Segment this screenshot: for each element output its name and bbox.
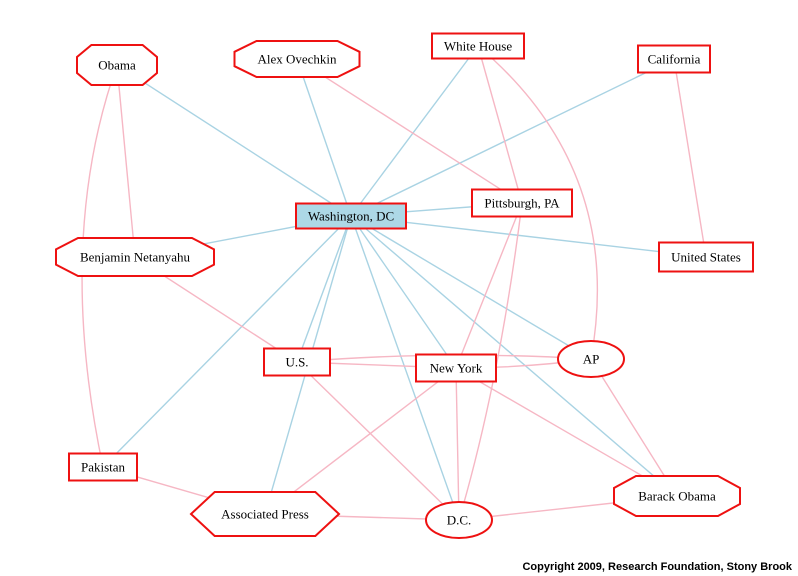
node-california[interactable]: California (637, 44, 711, 74)
edge-pakistan-washington (102, 215, 352, 468)
node-label-whitehouse: White House (444, 39, 512, 54)
node-label-associatedpress: Associated Press (221, 507, 309, 522)
node-shape-newyork (415, 353, 497, 383)
node-label-newyork: New York (430, 361, 483, 376)
edge-ovechkin-washington (296, 58, 352, 217)
edge-whitehouse-ap (477, 45, 599, 360)
edge-california-washington (350, 58, 675, 217)
edge-ap-washington (350, 215, 592, 360)
edge-california-unitedstates (673, 58, 707, 258)
node-shape-pakistan (68, 452, 138, 482)
node-ovechkin[interactable]: Alex Ovechkin (233, 40, 361, 78)
node-shape-unitedstates (658, 241, 754, 273)
edge-newyork-barackobama (455, 367, 678, 497)
edge-newyork-dc (455, 367, 460, 521)
node-label-dc: D.C. (447, 513, 472, 528)
node-whitehouse[interactable]: White House (431, 32, 525, 60)
node-label-unitedstates: United States (671, 250, 741, 265)
edge-unitedstates-washington (350, 215, 707, 258)
node-shape-obama (76, 44, 158, 86)
node-shape-pittsburgh (471, 188, 573, 218)
node-washington[interactable]: Washington, DC (295, 202, 407, 230)
edge-us-washington (296, 215, 352, 363)
node-label-ap: AP (583, 352, 600, 367)
node-barackobama[interactable]: Barack Obama (613, 475, 741, 517)
node-dc[interactable]: D.C. (425, 501, 493, 539)
node-shape-ovechkin (233, 40, 361, 78)
edge-whitehouse-washington (350, 45, 479, 217)
node-label-pittsburgh: Pittsburgh, PA (484, 196, 560, 211)
node-shape-washington (295, 202, 407, 230)
node-label-ovechkin: Alex Ovechkin (257, 52, 337, 67)
edge-us-dc (296, 361, 460, 521)
node-label-barackobama: Barack Obama (638, 489, 716, 504)
node-label-us: U.S. (285, 355, 308, 370)
edge-dc-washington (350, 215, 460, 521)
node-shape-ap (557, 340, 625, 378)
copyright-notice: Copyright 2009, Research Foundation, Sto… (522, 561, 792, 573)
node-shape-california (637, 44, 711, 74)
node-shape-whitehouse (431, 32, 525, 60)
node-label-pakistan: Pakistan (81, 460, 126, 475)
node-shape-us (263, 347, 331, 377)
node-shape-associatedpress (189, 491, 341, 537)
edge-ap-barackobama (590, 358, 678, 497)
node-label-obama: Obama (98, 58, 136, 73)
node-shape-dc (425, 501, 493, 539)
edge-ovechkin-pittsburgh (296, 58, 523, 204)
edge-newyork-associatedpress (264, 367, 457, 515)
edge-layer (81, 45, 707, 521)
node-unitedstates[interactable]: United States (658, 241, 754, 273)
edge-obama-netanyahu (116, 64, 136, 258)
node-us[interactable]: U.S. (263, 347, 331, 377)
edge-pittsburgh-newyork (455, 202, 523, 369)
node-associatedpress[interactable]: Associated Press (189, 491, 341, 537)
node-label-california: California (648, 52, 701, 67)
node-newyork[interactable]: New York (415, 353, 497, 383)
node-shape-barackobama (613, 475, 741, 517)
edge-whitehouse-pittsburgh (477, 45, 523, 204)
node-label-washington: Washington, DC (308, 209, 394, 224)
node-layer: Washington, DC Obama Alex Ovechkin White Ho… (55, 32, 754, 539)
node-obama[interactable]: Obama (76, 44, 158, 86)
edge-newyork-washington (350, 215, 457, 369)
node-label-netanyahu: Benjamin Netanyahu (80, 250, 191, 265)
node-pakistan[interactable]: Pakistan (68, 452, 138, 482)
node-netanyahu[interactable]: Benjamin Netanyahu (55, 237, 215, 277)
node-shape-netanyahu (55, 237, 215, 277)
edge-obama-washington (116, 64, 352, 217)
node-ap[interactable]: AP (557, 340, 625, 378)
node-pittsburgh[interactable]: Pittsburgh, PA (471, 188, 573, 218)
